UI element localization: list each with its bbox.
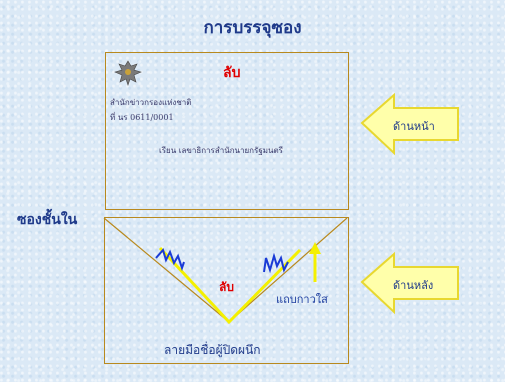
left-arrow-icon-front (360, 92, 459, 156)
sender-office: สำนักข่าวกรองแห่งชาติ (110, 98, 192, 107)
seal-tape-line (158, 246, 302, 325)
signature-label: ลายมือชื่อผู้ปิดผนึก (164, 343, 261, 357)
page-title: การบรรจุซอง (203, 18, 302, 38)
inner-envelope-label: ซองชั้นใน (17, 212, 78, 228)
signature-scribble-left (155, 247, 185, 272)
front-side-label: ด้านหน้า (393, 120, 435, 133)
envelope-back (104, 217, 349, 364)
recipient-address: เรียน เลขาธิการสำนักนายกรัฐมนตรี (159, 146, 283, 155)
flap-line-left (103, 217, 230, 323)
signature-scribble-right (263, 252, 289, 274)
document-number: ที่ นร 0611/0001 (110, 113, 174, 122)
garuda-emblem-icon (114, 60, 142, 86)
tape-arrow-head (309, 242, 321, 254)
back-side-label: ด้านหลัง (393, 279, 434, 292)
flap-line-right (228, 217, 348, 323)
clear-tape-label: แถบกาวใส (276, 293, 328, 306)
left-arrow-icon-back (360, 251, 459, 315)
secret-stamp-back: ลับ (219, 280, 234, 294)
secret-stamp-front: ลับ (223, 65, 241, 81)
envelope-front (105, 52, 349, 210)
